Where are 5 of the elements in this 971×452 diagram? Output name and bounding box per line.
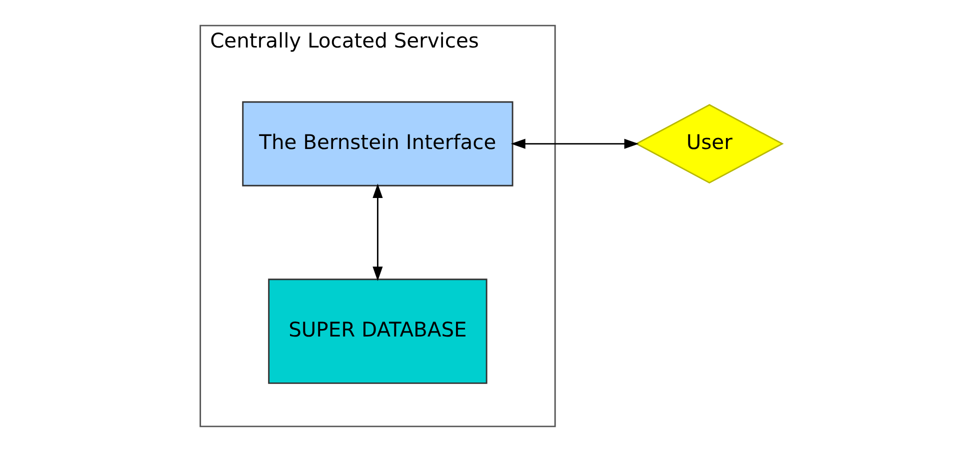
arrow bbox=[372, 184, 383, 282]
node-box: The Bernstein Interface bbox=[242, 101, 514, 186]
arrow bbox=[510, 138, 639, 149]
node-box: SUPER DATABASE bbox=[268, 278, 488, 384]
node-diamond: User bbox=[635, 104, 784, 184]
